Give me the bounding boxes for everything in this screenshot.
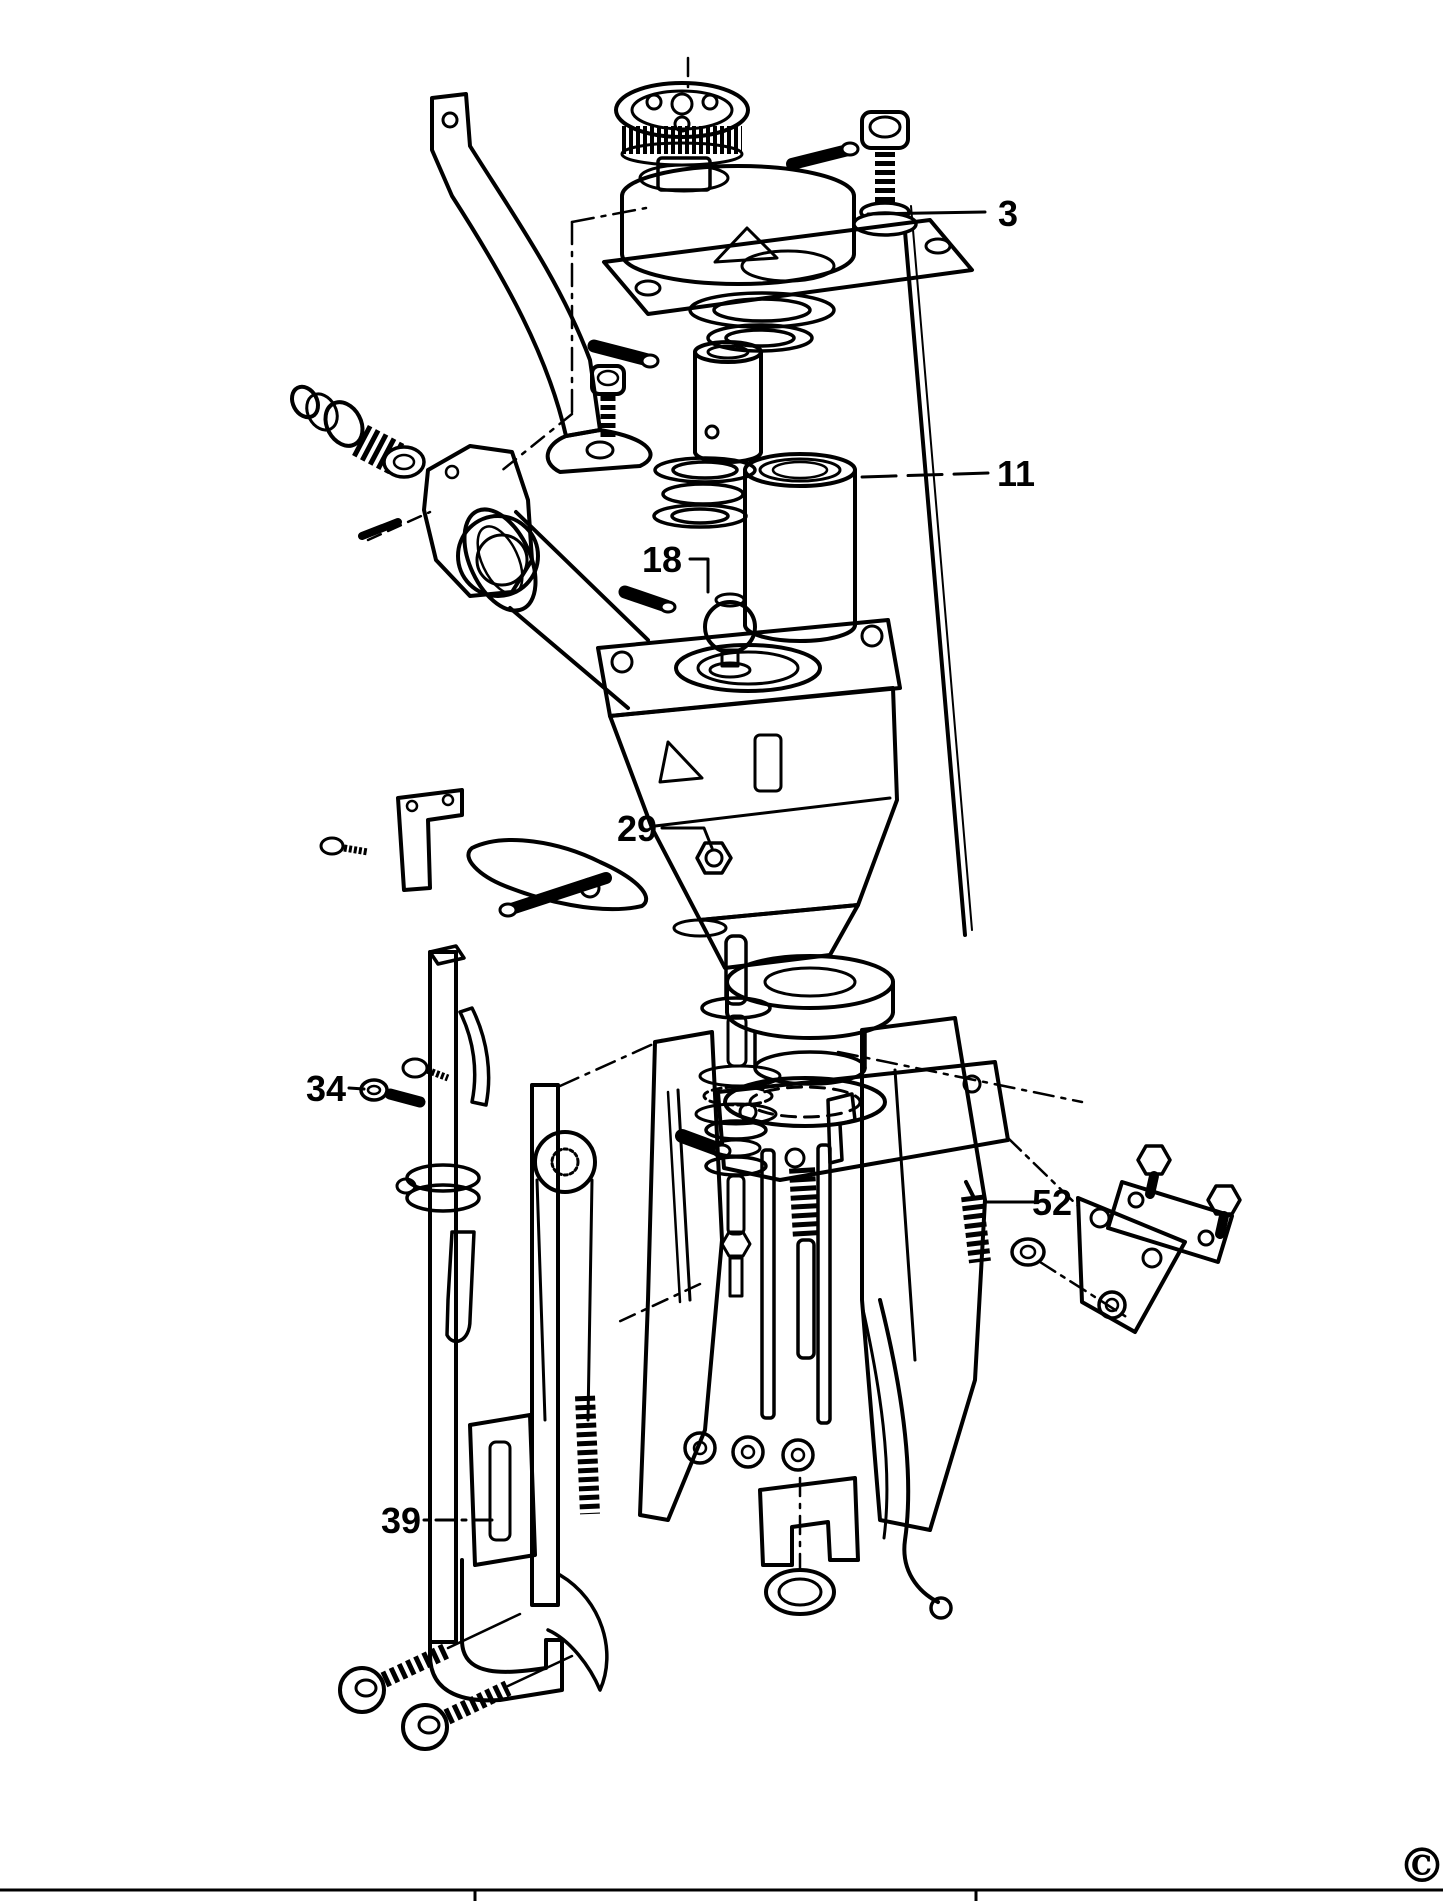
part-label-34: 34 xyxy=(306,1068,346,1109)
table-top-border xyxy=(0,1888,1443,1901)
construction-lines xyxy=(366,56,1130,1572)
bracket-arm xyxy=(430,92,653,474)
leader-line-18 xyxy=(688,557,710,594)
part-label-52: 52 xyxy=(1032,1182,1072,1223)
part-callouts: 3 11 18 29 34 39 52 xyxy=(306,193,1072,1541)
lower-frame xyxy=(468,1016,991,1620)
bottom-screws xyxy=(338,1612,574,1751)
adjuster-knob-assembly xyxy=(614,81,860,286)
cylinder-sleeve xyxy=(743,452,857,643)
main-housing xyxy=(596,618,902,970)
safety-bracket xyxy=(319,788,464,892)
part-label-29: 29 xyxy=(617,808,657,849)
long-arm-assembly xyxy=(395,944,609,1703)
seal-rings xyxy=(688,291,836,353)
side-flange xyxy=(358,444,540,598)
part-label-11: 11 xyxy=(997,453,1035,494)
air-fitting xyxy=(290,384,426,479)
leader-line-11 xyxy=(860,471,990,479)
bottom-bushing xyxy=(764,1568,836,1616)
top-flange-plate xyxy=(602,218,974,316)
trigger-assembly xyxy=(466,838,649,918)
leader-line-29 xyxy=(660,826,714,850)
leader-line-34 xyxy=(347,1086,366,1091)
lower-valve-parts xyxy=(675,1119,819,1360)
leader-line-3 xyxy=(866,210,987,216)
part-label-18: 18 xyxy=(642,539,682,580)
horn-bell xyxy=(462,507,650,710)
part-label-39: 39 xyxy=(381,1500,421,1541)
ring-stack xyxy=(652,456,757,529)
right-bracket-assembly xyxy=(1010,1144,1242,1334)
top-bolt xyxy=(852,110,918,237)
set-screw-group xyxy=(359,1057,450,1108)
part-label-3: 3 xyxy=(998,193,1018,234)
piston-stack xyxy=(672,918,895,1128)
lock-nut xyxy=(695,841,733,875)
copyright-symbol: © xyxy=(1398,1838,1443,1894)
valve-sleeve xyxy=(587,339,763,464)
